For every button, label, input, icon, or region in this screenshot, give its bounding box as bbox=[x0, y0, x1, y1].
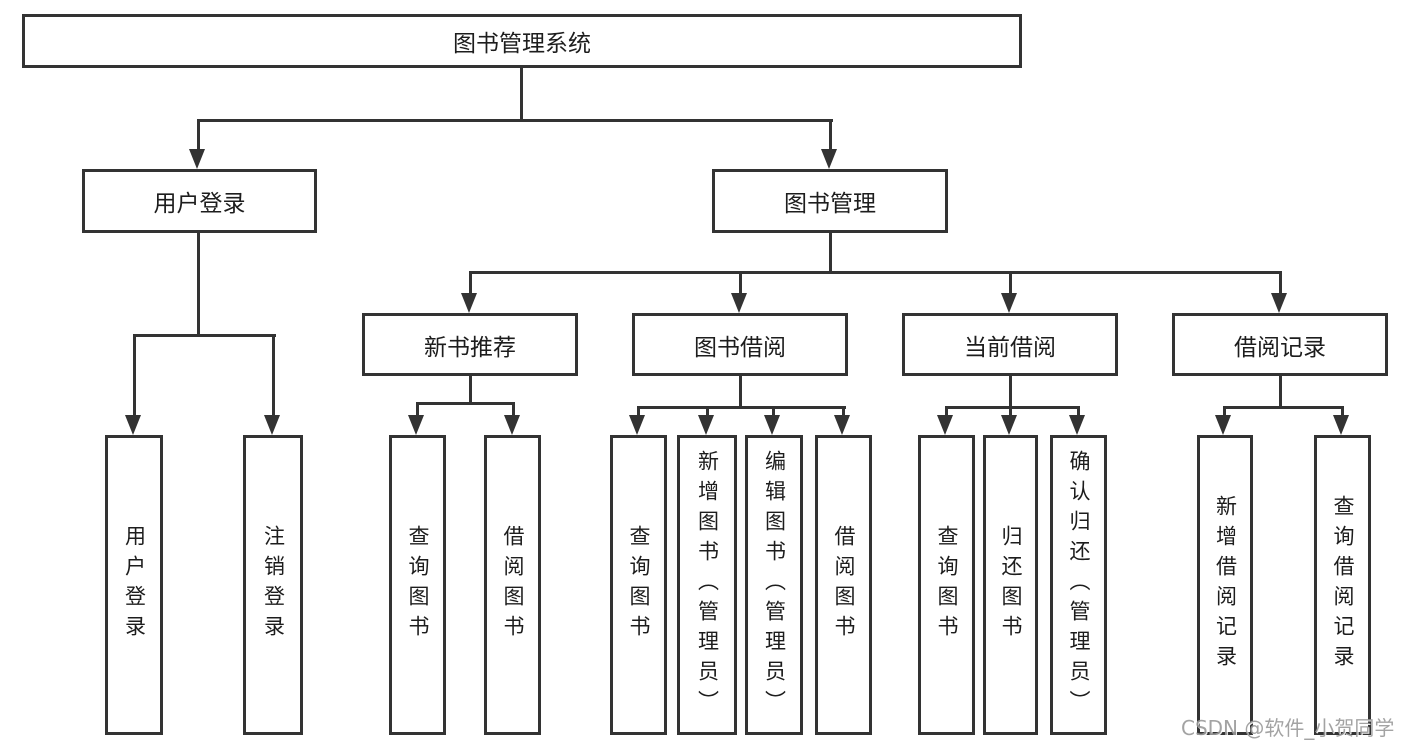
leaf-add-borrow-record: 新增借阅记录 bbox=[1197, 435, 1253, 735]
node-user-login: 用户登录 bbox=[82, 169, 317, 233]
node-root-label: 图书管理系统 bbox=[453, 31, 591, 57]
leaf-query-books-current: 查询图书 bbox=[918, 435, 975, 735]
arrowhead-down bbox=[731, 293, 747, 313]
leaf-borrow-books-recommend-label: 借阅图书 bbox=[501, 525, 525, 645]
node-borrow-records-label: 借阅记录 bbox=[1234, 334, 1326, 361]
node-borrow-records: 借阅记录 bbox=[1172, 313, 1388, 376]
node-current-borrow-label: 当前借阅 bbox=[964, 334, 1056, 361]
connector-line bbox=[469, 271, 1281, 274]
leaf-edit-book-admin: 编辑图书（管理员） bbox=[745, 435, 803, 735]
connector-line bbox=[133, 334, 136, 418]
connector-line bbox=[1077, 406, 1080, 418]
connector-line bbox=[739, 374, 742, 409]
leaf-borrow-books-label: 借阅图书 bbox=[832, 525, 856, 645]
arrowhead-down bbox=[504, 415, 520, 435]
leaf-query-borrow-record-label: 查询借阅记录 bbox=[1331, 495, 1355, 675]
leaf-logout-label: 注销登录 bbox=[261, 525, 286, 645]
arrowhead-down bbox=[629, 415, 645, 435]
arrowhead-down bbox=[1215, 415, 1231, 435]
connector-line bbox=[1009, 406, 1012, 418]
connector-line bbox=[1341, 406, 1344, 418]
leaf-user-login-label: 用户登录 bbox=[122, 525, 147, 645]
arrowhead-down bbox=[821, 149, 837, 169]
connector-line bbox=[706, 406, 709, 418]
connector-line bbox=[197, 119, 833, 122]
leaf-add-book-admin: 新增图书（管理员） bbox=[677, 435, 737, 735]
leaf-query-books-recommend: 查询图书 bbox=[389, 435, 446, 735]
leaf-query-books-borrow: 查询图书 bbox=[610, 435, 667, 735]
leaf-return-book: 归还图书 bbox=[983, 435, 1038, 735]
connector-line bbox=[1223, 406, 1226, 418]
arrowhead-down bbox=[264, 415, 280, 435]
leaf-confirm-return-admin: 确认归还（管理员） bbox=[1050, 435, 1107, 735]
arrowhead-down bbox=[1001, 415, 1017, 435]
connector-line bbox=[197, 231, 200, 337]
connector-line bbox=[133, 334, 276, 337]
leaf-query-books-recommend-label: 查询图书 bbox=[406, 525, 430, 645]
arrowhead-down bbox=[461, 293, 477, 313]
connector-line bbox=[512, 402, 515, 418]
connector-line bbox=[416, 402, 515, 405]
arrowhead-down bbox=[764, 415, 780, 435]
node-root: 图书管理系统 bbox=[22, 14, 1022, 68]
connector-line bbox=[945, 406, 1080, 409]
leaf-query-books-borrow-label: 查询图书 bbox=[627, 525, 651, 645]
leaf-query-books-current-label: 查询图书 bbox=[935, 525, 959, 645]
arrowhead-down bbox=[1333, 415, 1349, 435]
connector-line bbox=[1009, 271, 1012, 297]
connector-line bbox=[637, 406, 640, 418]
connector-line bbox=[1279, 374, 1282, 409]
connector-line bbox=[1223, 406, 1343, 409]
leaf-logout: 注销登录 bbox=[243, 435, 303, 735]
arrowhead-down bbox=[408, 415, 424, 435]
node-user-login-label: 用户登录 bbox=[153, 191, 246, 217]
connector-line bbox=[637, 406, 846, 409]
connector-line bbox=[1009, 374, 1012, 409]
leaf-borrow-books: 借阅图书 bbox=[815, 435, 872, 735]
connector-line bbox=[829, 119, 832, 153]
arrowhead-down bbox=[1271, 293, 1287, 313]
leaf-user-login: 用户登录 bbox=[105, 435, 163, 735]
connector-line bbox=[520, 68, 523, 122]
node-current-borrow: 当前借阅 bbox=[902, 313, 1118, 376]
connector-line bbox=[416, 402, 419, 418]
connector-line bbox=[197, 119, 200, 153]
leaf-add-book-admin-label: 新增图书（管理员） bbox=[695, 450, 720, 720]
node-new-book-recommend: 新书推荐 bbox=[362, 313, 578, 376]
arrowhead-down bbox=[937, 415, 953, 435]
node-book-borrow: 图书借阅 bbox=[632, 313, 848, 376]
arrowhead-down bbox=[125, 415, 141, 435]
node-book-borrow-label: 图书借阅 bbox=[694, 334, 786, 361]
leaf-edit-book-admin-label: 编辑图书（管理员） bbox=[762, 450, 787, 720]
arrowhead-down bbox=[698, 415, 714, 435]
connector-line bbox=[829, 231, 832, 274]
arrowhead-down bbox=[834, 415, 850, 435]
arrowhead-down bbox=[1001, 293, 1017, 313]
connector-line bbox=[945, 406, 948, 418]
connector-line bbox=[842, 406, 845, 418]
arrowhead-down bbox=[189, 149, 205, 169]
connector-line bbox=[739, 271, 742, 297]
leaf-add-borrow-record-label: 新增借阅记录 bbox=[1213, 495, 1238, 675]
node-new-book-recommend-label: 新书推荐 bbox=[424, 334, 516, 361]
connector-line bbox=[772, 406, 775, 418]
connector-line bbox=[469, 271, 472, 297]
leaf-confirm-return-admin-label: 确认归还（管理员） bbox=[1067, 450, 1091, 720]
arrowhead-down bbox=[1069, 415, 1085, 435]
watermark: CSDN @软件_小贺同学 bbox=[1181, 716, 1395, 740]
connector-line bbox=[469, 374, 472, 405]
node-book-management-label: 图书管理 bbox=[784, 191, 876, 217]
node-book-management: 图书管理 bbox=[712, 169, 948, 233]
leaf-return-book-label: 归还图书 bbox=[999, 525, 1023, 645]
connector-line bbox=[272, 334, 275, 418]
connector-line bbox=[1279, 271, 1282, 297]
leaf-borrow-books-recommend: 借阅图书 bbox=[484, 435, 541, 735]
leaf-query-borrow-record: 查询借阅记录 bbox=[1314, 435, 1371, 735]
